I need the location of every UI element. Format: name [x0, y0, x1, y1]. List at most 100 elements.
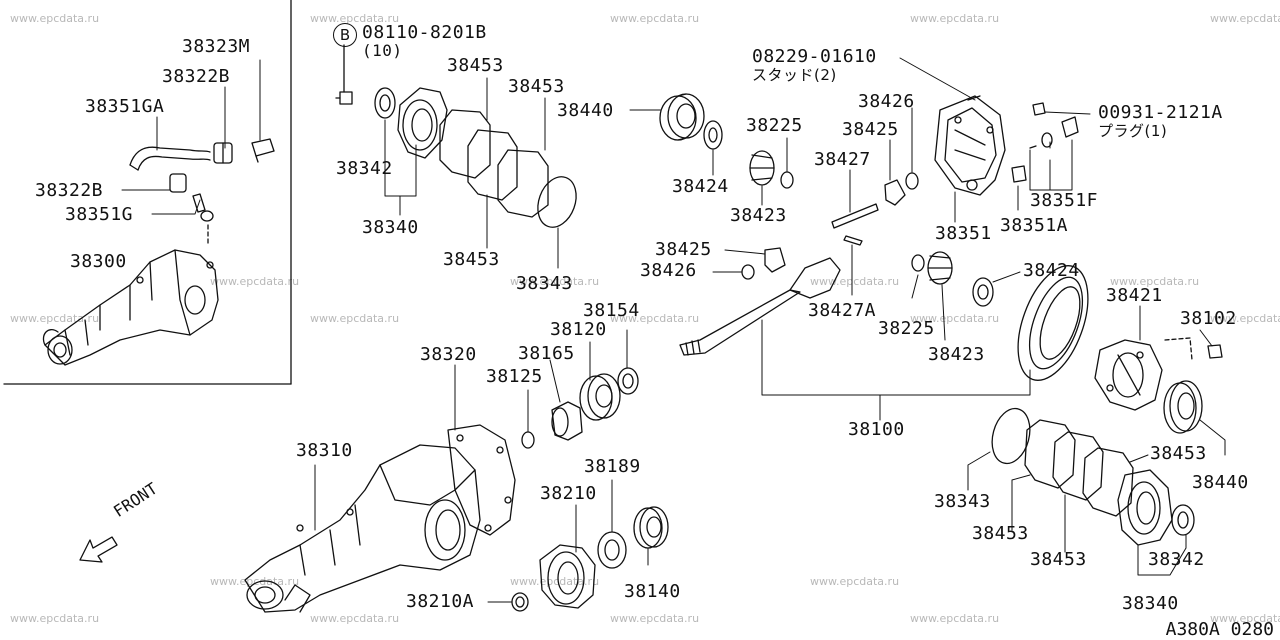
part-label-qty: (10)	[362, 41, 403, 60]
part-label: 38342	[1148, 549, 1205, 570]
watermark: www.epcdata.ru	[610, 612, 700, 625]
gaskets-38453-left	[439, 109, 549, 218]
diagram-reference-code: A380A 0280	[1165, 619, 1274, 640]
part-label: 38340	[362, 217, 419, 238]
part-label: 38102	[1180, 308, 1237, 329]
part-label: 38440	[557, 100, 614, 121]
pinion-gear-38425-lower	[764, 247, 786, 273]
part-label: 38322B	[35, 180, 104, 201]
washer-38225-lower	[911, 254, 925, 272]
watermark: www.epcdata.ru	[610, 12, 700, 25]
watermark: www.epcdata.ru	[10, 612, 100, 625]
watermark: www.epcdata.ru	[610, 312, 700, 325]
bearing-38440-lower	[1163, 380, 1203, 434]
seal-38189	[597, 531, 627, 569]
bolt-marker-badge: B	[333, 23, 357, 47]
part-label: 38343	[934, 491, 991, 512]
part-label: 38125	[486, 366, 543, 387]
differential-assembly-38300	[42, 249, 219, 366]
inset-frame	[3, 0, 292, 385]
oil-seal-38342-left	[374, 87, 396, 119]
part-label: 38453	[1150, 443, 1207, 464]
part-label: 38426	[858, 91, 915, 112]
part-label: 38425	[655, 239, 712, 260]
bolt-38351A	[1011, 165, 1027, 183]
part-label: 38343	[516, 273, 573, 294]
part-label: 38351F	[1030, 190, 1099, 211]
o-ring-38343-right	[991, 407, 1031, 465]
washer-38424-upper	[703, 120, 723, 150]
oil-seal-38342-right	[1171, 504, 1195, 536]
watermark: www.epcdata.ru	[910, 612, 1000, 625]
breather-38351G	[192, 193, 214, 222]
watermark: www.epcdata.ru	[910, 12, 1000, 25]
side-gear-38423-lower	[927, 251, 953, 285]
clamp-38322B-lower	[169, 173, 187, 193]
watermark: www.epcdata.ru	[1210, 612, 1280, 625]
part-label: 38424	[1023, 260, 1080, 281]
part-label: 08110-8201B	[362, 22, 487, 43]
part-label: 38351A	[1000, 215, 1069, 236]
part-label: 38340	[1122, 593, 1179, 614]
part-label: 38427A	[808, 300, 877, 321]
bearing-38120	[579, 373, 621, 421]
pin-38427A	[843, 235, 863, 246]
watermark: www.epcdata.ru	[1110, 275, 1200, 288]
rear-cover-38351	[934, 95, 1006, 196]
pinion-gear-38425-upper	[884, 179, 906, 206]
washer-38426-upper	[905, 172, 919, 190]
plug-00931	[1032, 102, 1046, 116]
stud-08229	[967, 95, 981, 101]
o-ring-38343-left	[537, 176, 577, 228]
side-retainer-38340-right	[1117, 469, 1173, 546]
part-label: 08229-01610	[752, 46, 877, 67]
watermark: www.epcdata.ru	[510, 275, 600, 288]
part-label: 38210A	[406, 591, 475, 612]
part-label: 38323M	[182, 36, 251, 57]
ring-gear	[1017, 265, 1089, 381]
part-label: 38351	[935, 223, 992, 244]
part-label: 38423	[730, 205, 787, 226]
part-label: 38320	[420, 344, 477, 365]
part-label: 38440	[1192, 472, 1249, 493]
part-label: 38322B	[162, 66, 231, 87]
watermark: www.epcdata.ru	[310, 12, 400, 25]
clamp-38322B-upper	[213, 142, 233, 164]
pinion-shaft-38427	[831, 203, 879, 229]
watermark: www.epcdata.ru	[1210, 12, 1280, 25]
part-label: 38425	[842, 119, 899, 140]
gasket-38320	[447, 424, 516, 536]
part-label: 38453	[508, 76, 565, 97]
part-label: 38342	[336, 158, 393, 179]
part-note: プラグ(1)	[1098, 122, 1168, 140]
leader-lines	[121, 57, 1226, 603]
retainer-38210	[539, 544, 596, 609]
part-label: 38225	[746, 115, 803, 136]
part-label: 38189	[584, 456, 641, 477]
part-label: 38453	[972, 523, 1029, 544]
part-label: 38424	[672, 176, 729, 197]
part-label: 38426	[640, 260, 697, 281]
spacer-38165	[551, 401, 583, 441]
drive-pinion-38100	[679, 257, 841, 356]
side-gear-38423-upper	[749, 150, 775, 186]
part-label: 38421	[1106, 285, 1163, 306]
part-label: 38310	[296, 440, 353, 461]
bolts-38351F	[1029, 116, 1079, 149]
bolt-08110	[335, 44, 353, 105]
bolt-38102	[1207, 344, 1223, 359]
part-label: 38100	[848, 419, 905, 440]
washer-38424-lower	[972, 277, 994, 307]
watermark: www.epcdata.ru	[810, 575, 900, 588]
part-label: 38453	[443, 249, 500, 270]
bearing-38440-upper	[659, 93, 705, 141]
connector-38323M	[251, 138, 275, 163]
part-label: 38351G	[65, 204, 134, 225]
bearing-38140	[633, 506, 669, 549]
part-label: 38210	[540, 483, 597, 504]
diff-case-38421	[1094, 339, 1163, 411]
part-label: 38423	[928, 344, 985, 365]
watermark: www.epcdata.ru	[310, 612, 400, 625]
front-arrow	[79, 536, 118, 563]
